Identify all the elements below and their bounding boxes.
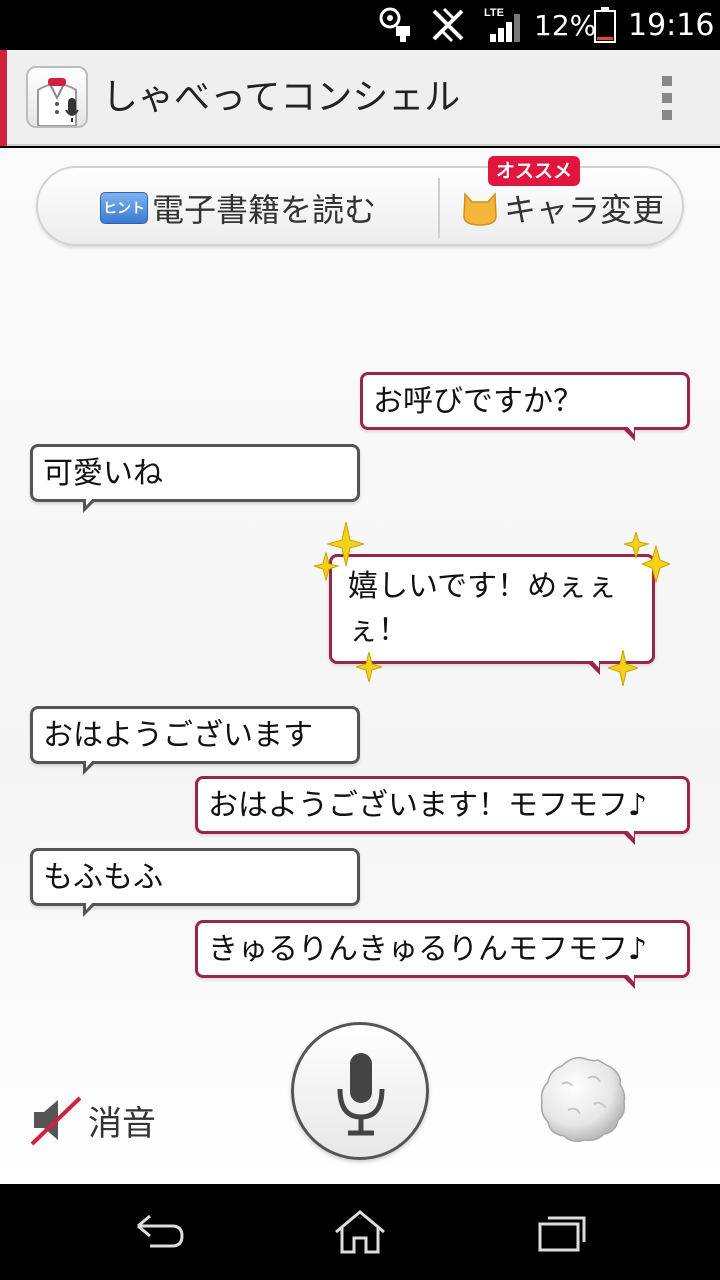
mute-label: 消音: [88, 1103, 156, 1144]
app-bar-accent: [0, 50, 7, 146]
bubble-tail: [83, 900, 97, 917]
chat-bubble-user: 可愛いね: [30, 444, 360, 513]
conversation-area: ヒント 電子書籍を読む キャラ変更 オススメ お呼びですか？ 可愛いね 嬉しいで…: [0, 148, 720, 1184]
recommend-badge: オススメ: [488, 156, 581, 186]
chat-bubble-user: おはようございます: [30, 706, 360, 775]
clock: 19:16: [628, 7, 715, 43]
bubble-text: きゅるりんきゅるりんモフモフ♪: [208, 932, 648, 967]
overflow-menu-icon[interactable]: [652, 74, 684, 122]
signal-icon: LTE: [484, 0, 524, 50]
bubble-tail: [621, 972, 635, 989]
home-icon[interactable]: [330, 1208, 390, 1256]
read-ebook-label: 電子書籍を読む: [151, 191, 376, 229]
sparkle-icon: [314, 522, 364, 582]
voice-input-button[interactable]: [291, 1022, 429, 1160]
sparkle-icon: [624, 532, 670, 584]
microphone-icon: [337, 1053, 385, 1136]
no-sim-icon: [430, 0, 466, 50]
bubble-text: おはようございます！モフモフ♪: [208, 788, 648, 823]
bubble-tail: [83, 758, 97, 775]
bubble-text: 可愛いね: [43, 456, 163, 491]
bubble-tail: [621, 424, 635, 441]
chat-bubble-concierge: きゅるりんきゅるりんモフモフ♪: [195, 920, 690, 989]
battery-percent: 12%: [534, 8, 597, 42]
chat-bubble-concierge: 嬉しいです！めぇぇぇ！: [329, 554, 655, 675]
fluffy-character-icon[interactable]: [538, 1054, 628, 1144]
app-bar: しゃべってコンシェル: [0, 50, 720, 146]
sparkle-icon: [608, 650, 638, 686]
recent-apps-icon[interactable]: [534, 1208, 594, 1256]
read-ebook-button[interactable]: ヒント 電子書籍を読む: [38, 168, 438, 248]
action-pill: ヒント 電子書籍を読む キャラ変更 オススメ: [36, 156, 686, 248]
bubble-tail: [83, 496, 97, 513]
sparkle-icon: [356, 652, 382, 682]
mute-button[interactable]: 消音: [30, 1090, 156, 1150]
pill-divider: [438, 178, 440, 238]
chat-bubble-concierge: おはようございます！モフモフ♪: [195, 776, 690, 845]
status-bar: LTE 12% 19:16: [0, 0, 720, 50]
character-icon: [462, 190, 498, 226]
change-character-label: キャラ変更: [503, 191, 664, 229]
change-character-button[interactable]: キャラ変更: [440, 168, 686, 248]
usb-debug-icon: [378, 0, 420, 50]
bubble-text: もふもふ: [43, 860, 163, 895]
bubble-text: 嬉しいです！めぇぇぇ！: [348, 569, 618, 648]
battery-icon: [594, 0, 616, 50]
network-type: LTE: [484, 7, 504, 19]
speaker-muted-icon: [30, 1096, 82, 1146]
app-logo-icon[interactable]: [26, 66, 88, 128]
bubble-tail: [621, 828, 635, 845]
back-icon[interactable]: [130, 1208, 190, 1256]
chat-bubble-concierge: お呼びですか？: [360, 372, 690, 441]
chat-bubble-user: もふもふ: [30, 848, 360, 917]
navigation-bar: [0, 1184, 720, 1280]
bubble-text: お呼びですか？: [373, 384, 583, 419]
bubble-tail: [586, 658, 600, 675]
bubble-text: おはようございます: [43, 718, 313, 753]
hint-badge: ヒント: [99, 192, 148, 224]
app-title: しゃべってコンシェル: [102, 77, 461, 118]
